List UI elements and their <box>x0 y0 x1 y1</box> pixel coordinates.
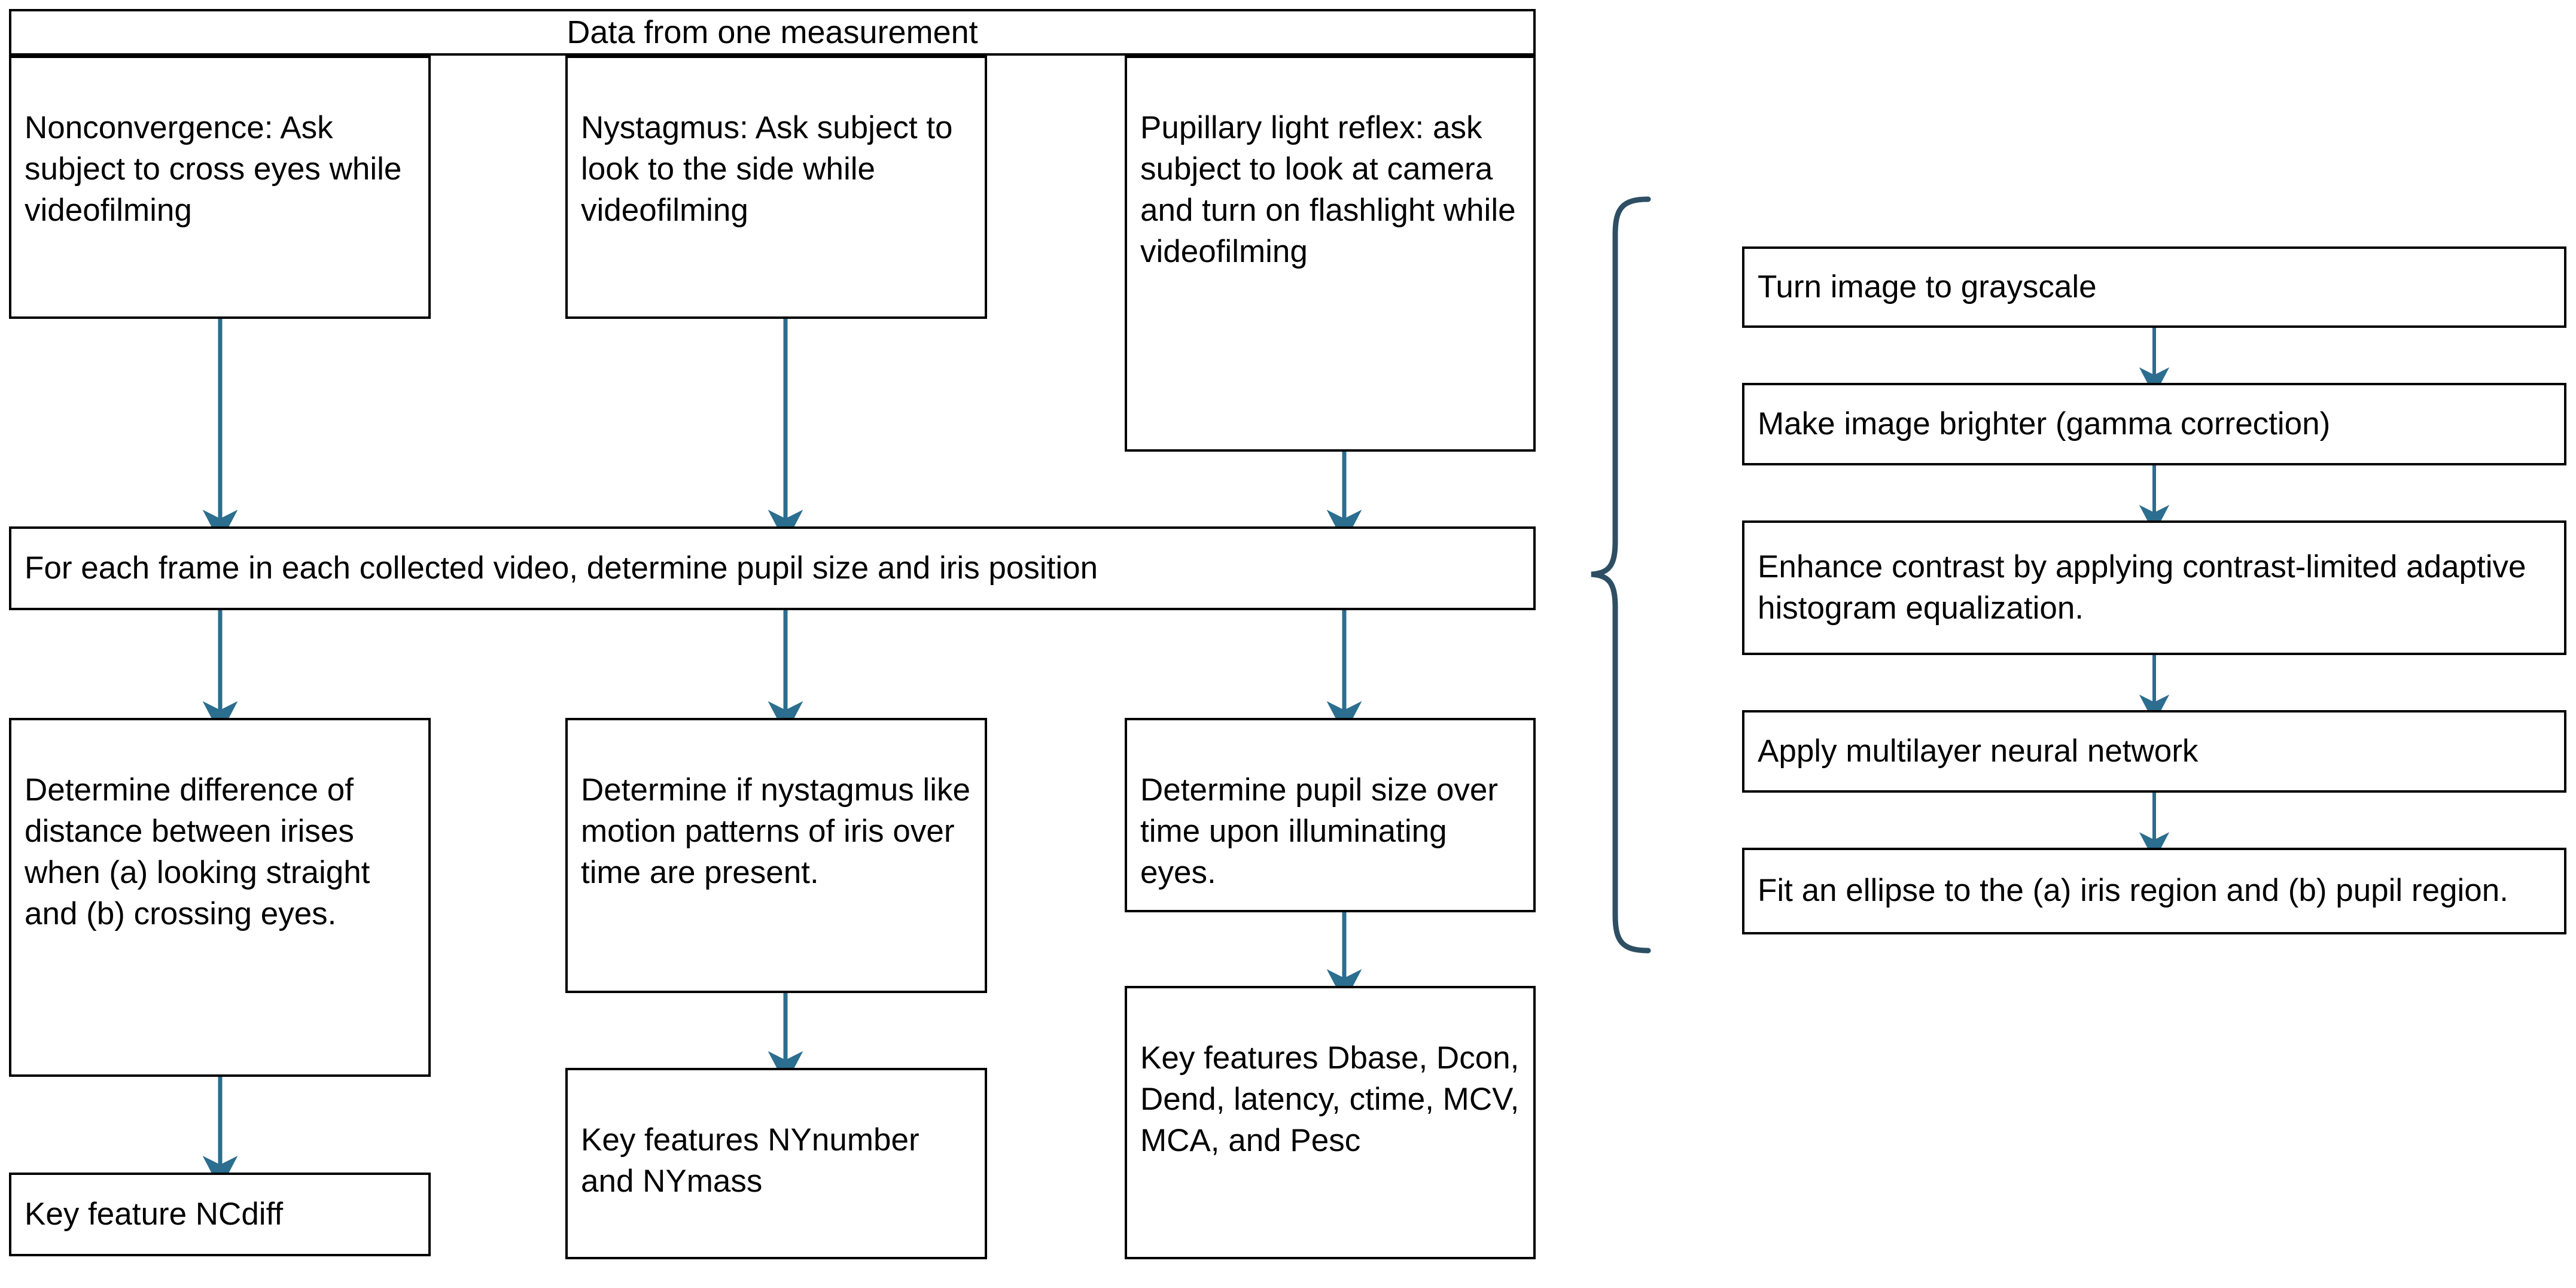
node-analysis-plr-label: Determine pupil size over time upon illu… <box>1140 772 1498 890</box>
node-step-grayscale-label: Turn image to grayscale <box>1758 269 2097 305</box>
node-feature-nonconvergence[interactable]: Key feature NCdiff <box>9 1173 431 1256</box>
node-feature-nonconvergence-label: Key feature NCdiff <box>25 1196 284 1232</box>
node-frame-analysis-label: For each frame in each collected video, … <box>25 550 1098 586</box>
node-step-neural-network-label: Apply multilayer neural network <box>1758 733 2199 769</box>
node-root[interactable]: Data from one measurement <box>9 9 1536 56</box>
node-analysis-nonconvergence[interactable]: Determine difference of distance between… <box>9 718 431 1077</box>
node-step-fit-ellipse[interactable]: Fit an ellipse to the (a) iris region an… <box>1742 848 2566 934</box>
node-task-plr-label: Pupillary light reflex: ask subject to l… <box>1140 109 1516 269</box>
node-feature-plr-label: Key features Dbase, Dcon, Dend, latency,… <box>1140 1040 1520 1158</box>
node-analysis-plr[interactable]: Determine pupil size over time upon illu… <box>1125 718 1536 912</box>
node-analysis-nonconvergence-label: Determine difference of distance between… <box>25 772 370 931</box>
node-step-clahe-label: Enhance contrast by applying contrast-li… <box>1758 549 2526 626</box>
node-step-fit-ellipse-label: Fit an ellipse to the (a) iris region an… <box>1758 873 2508 909</box>
node-root-label: Data from one measurement <box>567 14 978 50</box>
node-feature-nystagmus[interactable]: Key features NYnumber and NYmass <box>565 1068 987 1259</box>
node-task-nystagmus-label: Nystagmus: Ask subject to look to the si… <box>581 109 953 228</box>
node-step-clahe[interactable]: Enhance contrast by applying contrast-li… <box>1742 520 2566 655</box>
node-step-neural-network[interactable]: Apply multilayer neural network <box>1742 710 2566 793</box>
node-frame-analysis[interactable]: For each frame in each collected video, … <box>9 526 1536 610</box>
curly-brace <box>1591 196 1651 954</box>
node-step-gamma-label: Make image brighter (gamma correction) <box>1758 406 2331 441</box>
node-step-gamma[interactable]: Make image brighter (gamma correction) <box>1742 383 2566 465</box>
node-analysis-nystagmus[interactable]: Determine if nystagmus like motion patte… <box>565 718 987 993</box>
node-task-nonconvergence[interactable]: Nonconvergence: Ask subject to cross eye… <box>9 56 431 319</box>
node-step-grayscale[interactable]: Turn image to grayscale <box>1742 246 2566 328</box>
node-feature-plr[interactable]: Key features Dbase, Dcon, Dend, latency,… <box>1125 986 1536 1259</box>
node-feature-nystagmus-label: Key features NYnumber and NYmass <box>581 1122 919 1199</box>
node-analysis-nystagmus-label: Determine if nystagmus like motion patte… <box>581 772 970 890</box>
node-task-nystagmus[interactable]: Nystagmus: Ask subject to look to the si… <box>565 56 987 319</box>
node-task-nonconvergence-label: Nonconvergence: Ask subject to cross eye… <box>25 109 402 228</box>
node-task-plr[interactable]: Pupillary light reflex: ask subject to l… <box>1125 56 1536 452</box>
